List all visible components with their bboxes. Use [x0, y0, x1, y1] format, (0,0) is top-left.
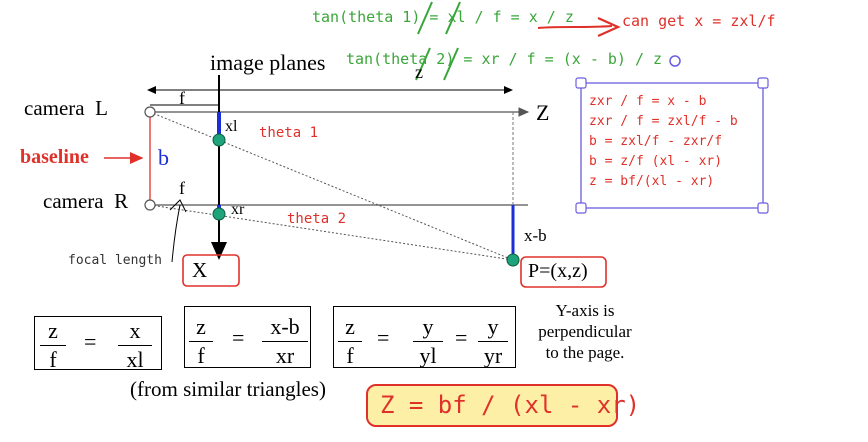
baseline-label: baseline	[20, 146, 89, 168]
eq3-den-1: f	[346, 343, 354, 368]
eq3-equals-1: =	[377, 325, 390, 350]
z-axis-label: Z	[536, 100, 550, 125]
theta1-label: theta 1	[259, 125, 319, 141]
theta2-label: theta 2	[287, 211, 347, 227]
derivation-line: b = z/f (xl - xr)	[589, 154, 723, 169]
z-dimension-label: z	[415, 62, 423, 82]
top-note-line2-text: tan(theta 2) = xr / f = (x - b) / z	[346, 50, 663, 68]
top-note-result-text: can get x = zxl/f	[622, 12, 776, 30]
eq3-frac-3: y yr	[478, 314, 508, 369]
camera-r-center	[144, 199, 156, 211]
camera-l-label: camera L	[24, 96, 108, 120]
y-axis-note: Y-axis is perpendicular to the page.	[530, 300, 640, 363]
eq1-frac-right: x xl	[118, 318, 152, 373]
top-note-line1-text: tan(theta 1) = xl / f = x / z	[312, 8, 574, 26]
ray-l	[149, 111, 514, 261]
eq3-num-3: y	[487, 314, 499, 339]
equation-box-1	[34, 316, 162, 370]
fraction-bar	[478, 341, 508, 342]
eq2-num-right: x-b	[270, 314, 300, 339]
eq3-num-1: z	[345, 314, 355, 339]
fraction-bar	[338, 341, 362, 342]
eq1-frac-left: z f	[40, 318, 66, 373]
eq2-frac-right: x-b xr	[262, 314, 308, 369]
top-note-line2: tan(theta 2) = xr / f = (x - b) / z	[346, 50, 662, 68]
camera-l-center	[144, 106, 156, 118]
eq3-den-2: yl	[419, 343, 437, 368]
eq2-num-left: z	[196, 314, 206, 339]
b-label: b	[158, 145, 169, 170]
eq2-frac-left: z f	[189, 314, 213, 369]
x-minus-b-label: x-b	[524, 226, 547, 245]
eq1-num-right: x	[129, 318, 141, 343]
eq3-frac-2: y yl	[413, 314, 443, 369]
fraction-bar	[40, 345, 66, 346]
eq2-equals: =	[232, 325, 245, 350]
eq1-den-right: xl	[126, 347, 144, 372]
eq2-den-left: f	[197, 343, 205, 368]
y-axis-note-line: to the page.	[545, 343, 625, 362]
derivation-line: zxr / f = x - b	[589, 94, 707, 109]
p-point-label: P=(x,z)	[528, 260, 588, 282]
derivation-box	[580, 82, 764, 209]
focal-length-label: focal length	[68, 253, 162, 268]
result-arrow	[537, 16, 621, 38]
xl-label: xl	[225, 118, 238, 135]
derivation-list: zxr / f = x - b zxr / f = zxl/f - b b = …	[589, 92, 738, 192]
p-point	[506, 253, 520, 267]
xr-point	[212, 207, 226, 221]
small-circle-mark	[669, 55, 681, 67]
eq1-num-left: z	[48, 318, 58, 343]
eq3-equals-2: =	[455, 325, 468, 350]
fraction-bar	[413, 341, 443, 342]
y-axis-note-line: Y-axis is	[555, 301, 615, 320]
eq2-den-right: xr	[275, 343, 295, 368]
fraction-bar	[118, 345, 152, 346]
eq3-frac-1: z f	[338, 314, 362, 369]
fraction-bar	[262, 341, 308, 342]
focal-length-pointer	[171, 204, 181, 263]
similar-triangles-caption: (from similar triangles)	[130, 377, 326, 401]
xl-point	[212, 133, 226, 147]
derivation-line: zxr / f = zxl/f - b	[589, 114, 738, 129]
p-label-box	[520, 256, 607, 288]
equation-box-3	[333, 306, 516, 368]
x-label-box	[182, 254, 240, 287]
derivation-line: b = zxl/f - zxr/f	[589, 134, 723, 149]
x-axis-label: X	[192, 258, 208, 282]
ray-r	[149, 204, 514, 261]
derivation-line: z = bf/(xl - xr)	[589, 174, 715, 189]
xr-label: xr	[231, 201, 245, 218]
eq1-equals: =	[84, 329, 97, 354]
camera-r-label: camera R	[43, 189, 129, 213]
final-formula: Z = bf / (xl - xr)	[380, 391, 641, 419]
image-planes-label: image planes	[210, 50, 326, 75]
fraction-bar	[189, 341, 213, 342]
cancel-marks	[415, 1, 461, 81]
final-formula-box	[366, 384, 618, 427]
eq3-num-2: y	[422, 314, 434, 339]
eq3-den-3: yr	[483, 343, 503, 368]
top-note-result: can get x = zxl/f	[622, 12, 776, 30]
eq1-den-left: f	[49, 347, 57, 372]
top-note-line1: tan(theta 1) = xl / f = x / z	[312, 8, 574, 26]
f-bottom-label: f	[179, 178, 185, 198]
y-axis-note-line: perpendicular	[538, 322, 632, 341]
equation-box-2	[184, 306, 311, 368]
f-top-label: f	[179, 88, 185, 108]
